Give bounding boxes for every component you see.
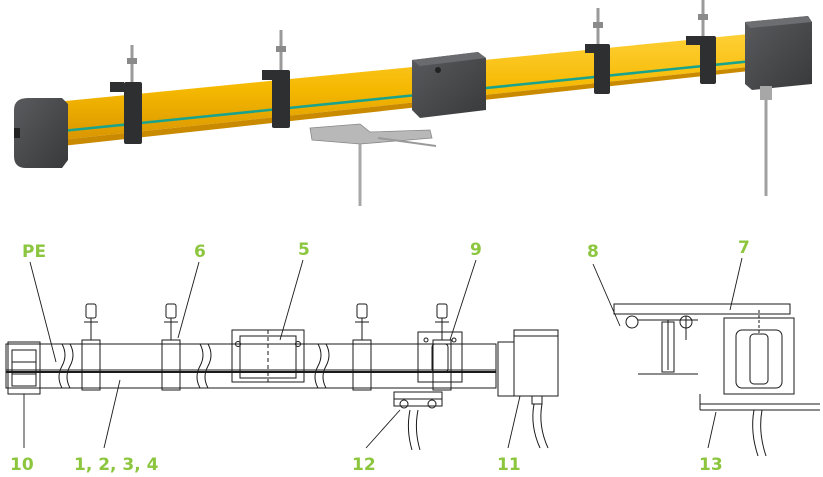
joint-housing bbox=[412, 52, 486, 118]
product-photo bbox=[14, 0, 812, 206]
drawing-side-view bbox=[613, 303, 820, 457]
callout-8: 8 bbox=[587, 242, 599, 262]
end-cap-left bbox=[14, 98, 68, 168]
callout-9: 9 bbox=[470, 240, 482, 260]
drawing-feed-box bbox=[497, 329, 559, 449]
drawing-collector bbox=[393, 391, 443, 451]
callout-pe: PE bbox=[22, 242, 46, 262]
callout-10: 10 bbox=[10, 455, 34, 475]
callout-6: 6 bbox=[194, 242, 206, 262]
hanger-nuts bbox=[127, 14, 708, 64]
callout-5: 5 bbox=[298, 240, 310, 260]
callout-12: 12 bbox=[352, 455, 376, 475]
drawing-fixed-point bbox=[417, 331, 463, 383]
callout-11: 11 bbox=[497, 455, 521, 475]
rail-outline bbox=[5, 343, 497, 389]
leader-lines bbox=[23, 257, 743, 449]
drawing-joint-housing bbox=[231, 329, 305, 383]
drawing-end-cap bbox=[7, 341, 41, 395]
callout-labels: PE 6 5 9 8 7 10 1, 2, 3, 4 12 11 13 bbox=[10, 238, 750, 475]
drawing-hangers bbox=[81, 303, 452, 391]
feed-box-right bbox=[745, 16, 812, 196]
callout-1-2-3-4: 1, 2, 3, 4 bbox=[74, 455, 159, 475]
hanger-clamps bbox=[110, 36, 716, 144]
current-collector bbox=[309, 123, 437, 206]
callout-7: 7 bbox=[738, 238, 750, 258]
callout-13: 13 bbox=[699, 455, 723, 475]
